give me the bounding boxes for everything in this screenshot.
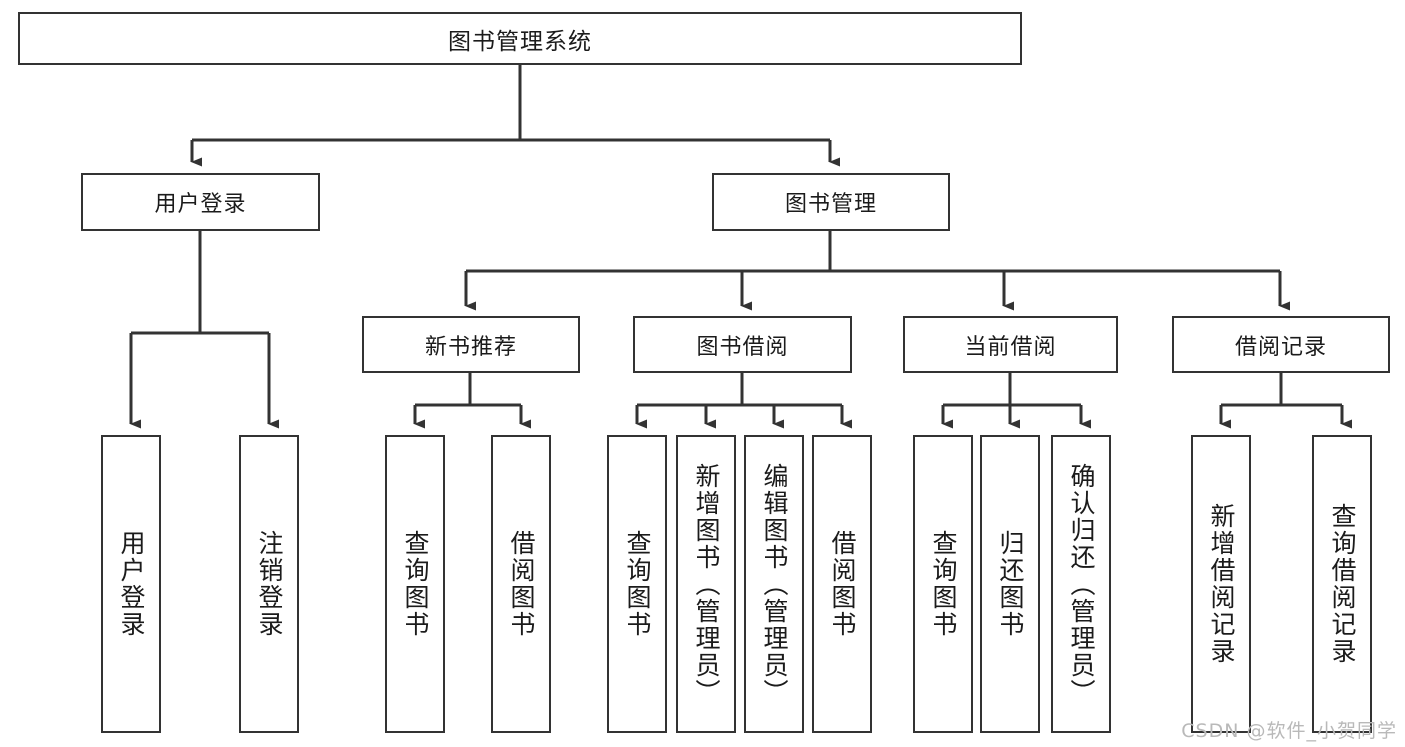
node-label: 查询图书 (623, 530, 652, 638)
node-label: 注销登录 (255, 530, 284, 638)
leaf-current-confirm-return-admin[interactable]: 确认归还（管理员） (1051, 435, 1111, 733)
node-current-borrow[interactable]: 当前借阅 (903, 316, 1118, 373)
node-label: 当前借阅 (964, 334, 1057, 360)
leaf-recommend-query-book[interactable]: 查询图书 (385, 435, 445, 733)
leaf-record-query-record[interactable]: 查询借阅记录 (1312, 435, 1372, 733)
leaf-current-return-book[interactable]: 归还图书 (980, 435, 1040, 733)
node-label: 新增借阅记录 (1207, 503, 1236, 665)
node-new-book-recommend[interactable]: 新书推荐 (362, 316, 580, 373)
leaf-record-add-record[interactable]: 新增借阅记录 (1191, 435, 1251, 733)
node-borrow-record[interactable]: 借阅记录 (1172, 316, 1390, 373)
leaf-current-query-book[interactable]: 查询图书 (913, 435, 973, 733)
watermark-text: CSDN @软件_小贺同学 (1181, 720, 1397, 742)
node-label: 用户登录 (154, 192, 247, 217)
node-label: 查询借阅记录 (1328, 503, 1357, 665)
node-label: 图书借阅 (696, 334, 789, 360)
node-label: 新书推荐 (424, 334, 517, 360)
node-label: 归还图书 (996, 530, 1025, 638)
node-book-borrow[interactable]: 图书借阅 (633, 316, 852, 373)
node-label: 查询图书 (401, 530, 430, 638)
leaf-borrow-borrow-book[interactable]: 借阅图书 (812, 435, 872, 733)
node-user-login[interactable]: 用户登录 (81, 173, 320, 231)
node-label: 确认归还（管理员） (1067, 462, 1096, 706)
node-label: 借阅图书 (507, 530, 536, 638)
node-label: 编辑图书（管理员） (760, 462, 789, 706)
leaf-user-login-signin[interactable]: 用户登录 (101, 435, 161, 733)
leaf-recommend-borrow-book[interactable]: 借阅图书 (491, 435, 551, 733)
node-label: 用户登录 (117, 530, 146, 638)
node-label: 图书管理 (784, 192, 877, 217)
leaf-borrow-add-book-admin[interactable]: 新增图书（管理员） (676, 435, 736, 733)
node-label: 新增图书（管理员） (692, 462, 721, 706)
node-book-management[interactable]: 图书管理 (712, 173, 950, 231)
node-root-system[interactable]: 图书管理系统 (18, 12, 1022, 65)
node-label: 借阅图书 (828, 530, 857, 638)
leaf-borrow-query-book[interactable]: 查询图书 (607, 435, 667, 733)
node-label: 图书管理系统 (448, 28, 592, 55)
node-label: 借阅记录 (1234, 334, 1327, 360)
leaf-user-login-signout[interactable]: 注销登录 (239, 435, 299, 733)
node-label: 查询图书 (929, 530, 958, 638)
leaf-borrow-edit-book-admin[interactable]: 编辑图书（管理员） (744, 435, 804, 733)
